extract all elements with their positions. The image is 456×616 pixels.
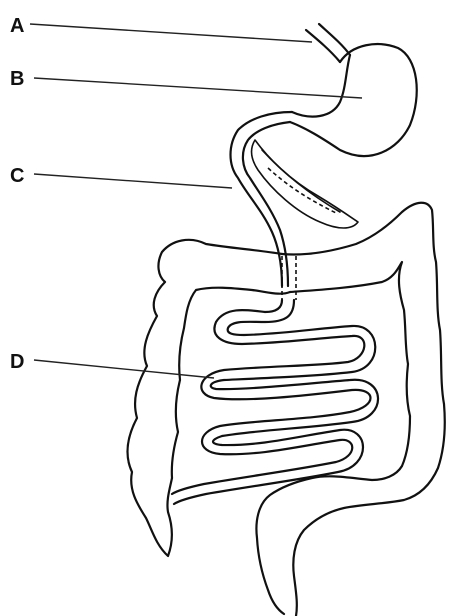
small-intestine bbox=[172, 300, 378, 504]
leader-line-c bbox=[34, 174, 232, 188]
label-b: B bbox=[10, 68, 24, 90]
label-a: A bbox=[10, 15, 24, 37]
label-c: C bbox=[10, 165, 24, 187]
leader-line-a bbox=[30, 24, 312, 42]
pancreas bbox=[252, 140, 358, 228]
leader-line-b bbox=[34, 78, 362, 98]
stomach bbox=[290, 44, 417, 156]
leader-line-d bbox=[34, 360, 214, 378]
label-d: D bbox=[10, 351, 24, 373]
